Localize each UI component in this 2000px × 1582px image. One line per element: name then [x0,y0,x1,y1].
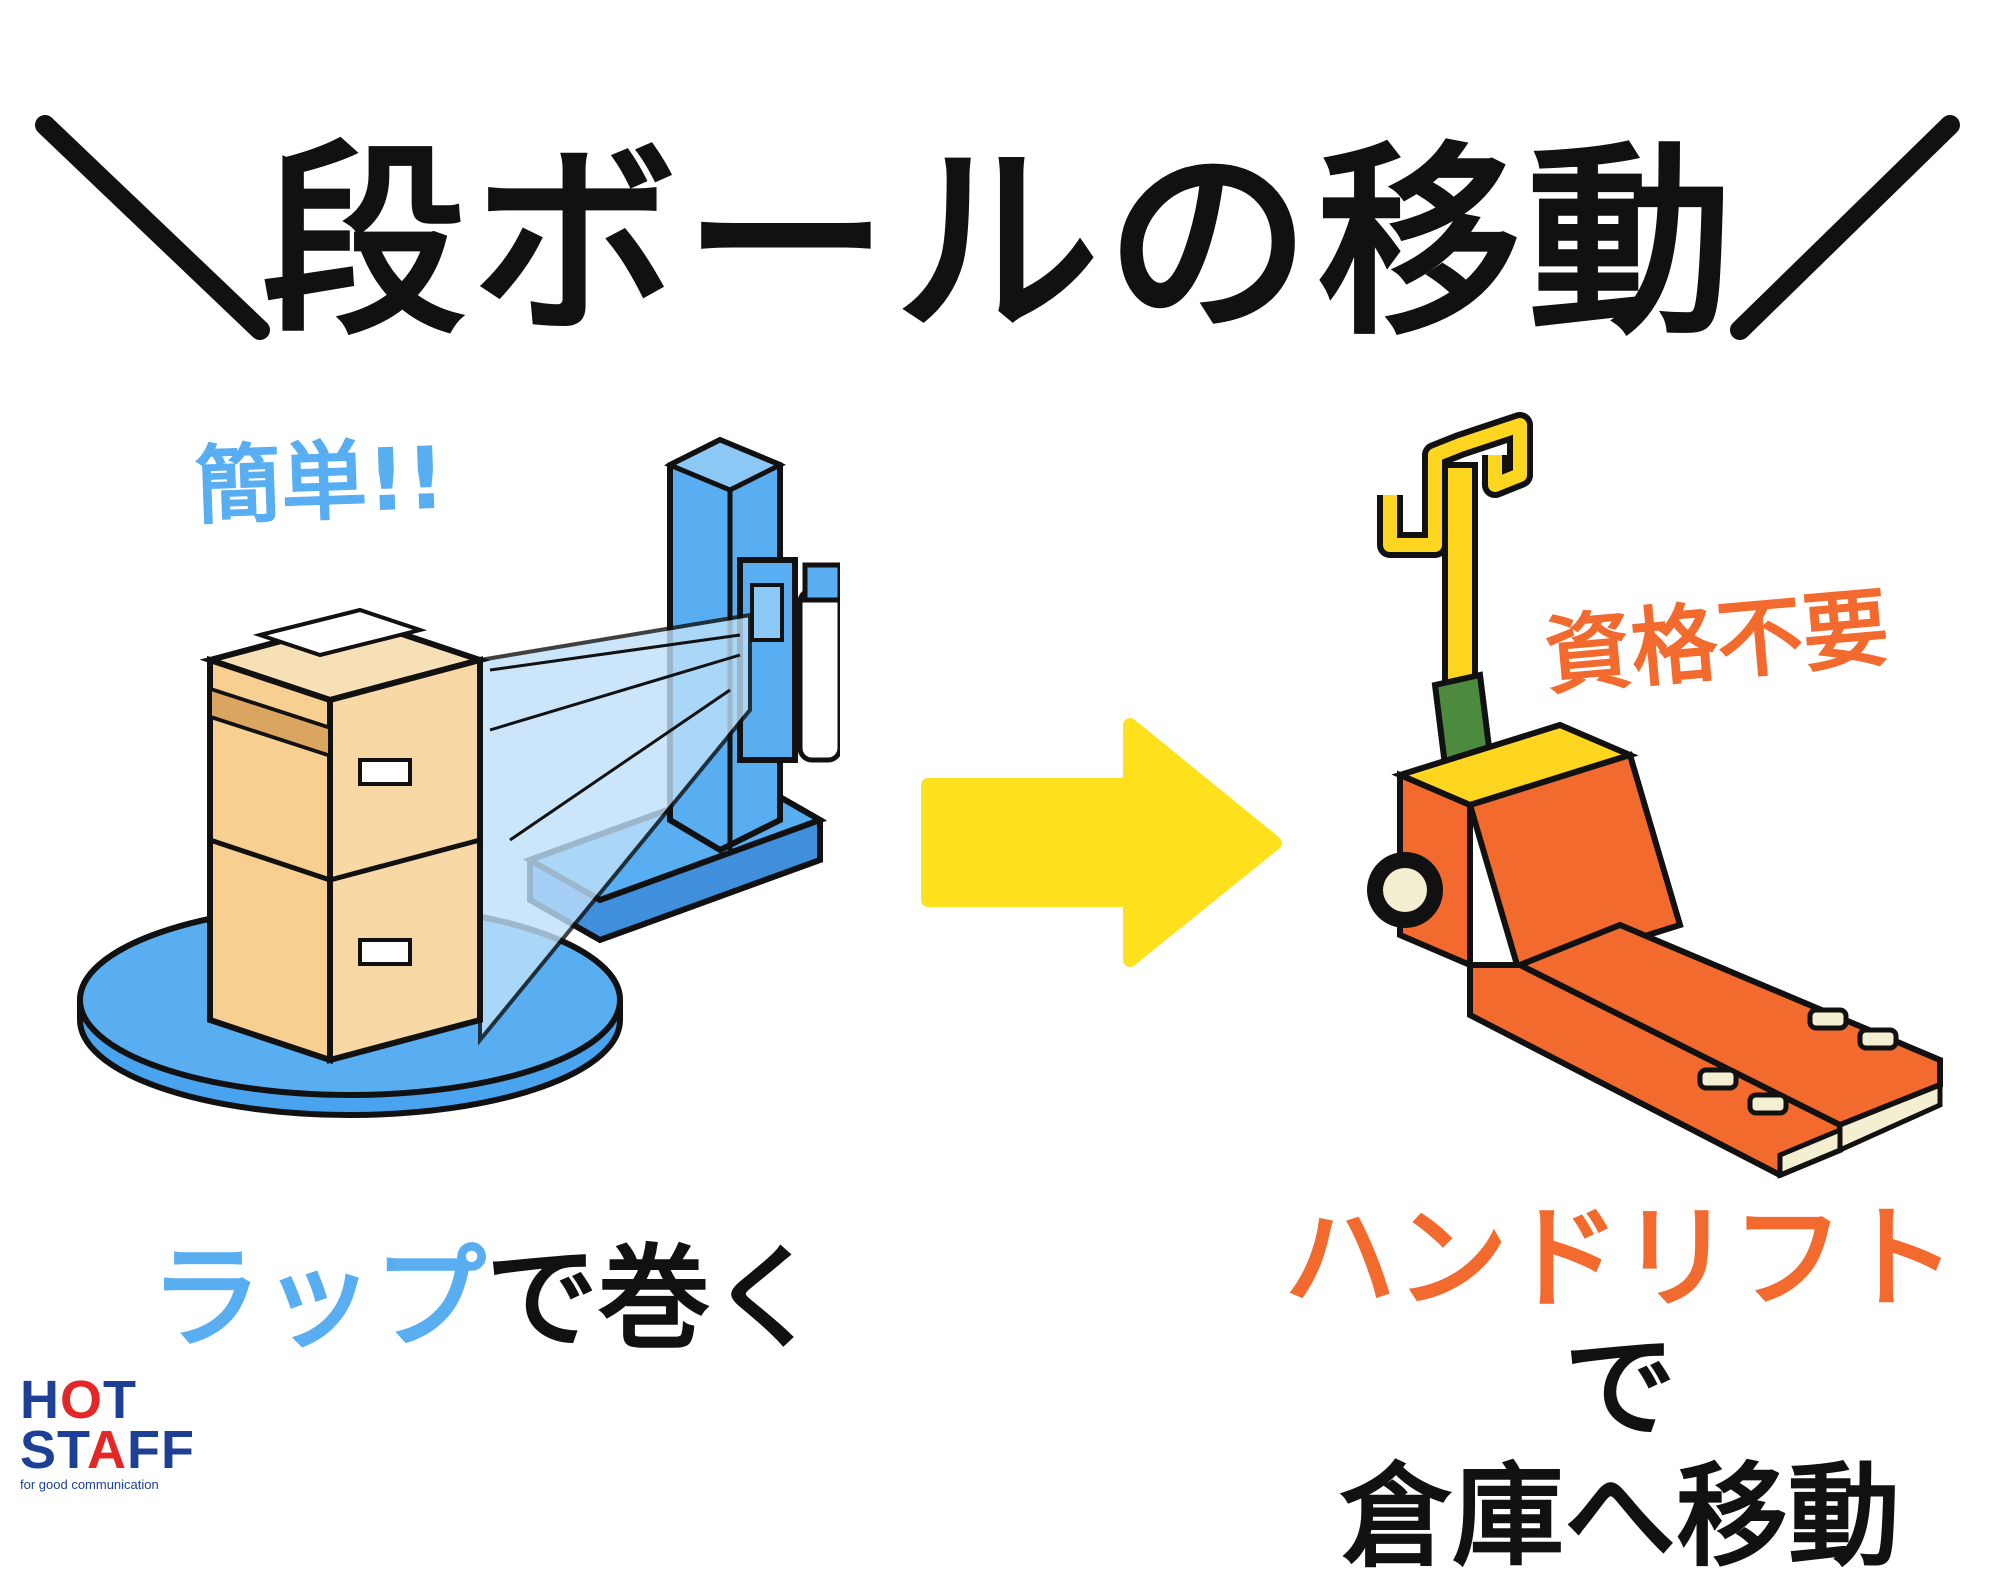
logo-letter: T [103,1370,138,1430]
right-arrow-icon [921,718,1282,967]
logo-letter: ST [20,1420,87,1480]
right-caption-line2: 倉庫へ移動 [1340,1451,1900,1582]
logo-tagline: for good communication [20,1477,159,1492]
logo-letter-accent: O [60,1370,104,1430]
hotstaff-logo: HOT STAFF for good communication [20,1373,230,1495]
left-slash-decoration [35,115,270,340]
right-caption-line1: ハンドリフトで [1260,1195,1980,1453]
logo-letter-accent: A [87,1420,127,1480]
right-caption: ハンドリフトで 倉庫へ移動 [1260,1195,1980,1581]
logo-line1: HOT [20,1373,230,1427]
logo-letter: FF [127,1420,195,1480]
hand-pallet-truck-icon [1367,412,1943,1179]
left-caption-highlight: ラップ [150,1234,486,1364]
easy-tag: 簡単!! [193,428,448,538]
page-title: 段ボールの移動 [261,124,1739,363]
stretch-wrap-machine-icon [77,436,840,1118]
left-caption-rest: で巻く [486,1234,822,1364]
right-caption-highlight: ハンドリフト [1284,1194,1956,1324]
right-slash-decoration [1730,115,1960,340]
right-caption-line1-rest: で [1564,1322,1676,1453]
logo-line2: STAFF [20,1423,230,1477]
logo-letter: H [20,1370,60,1430]
left-caption: ラップで巻く [150,1235,822,1364]
